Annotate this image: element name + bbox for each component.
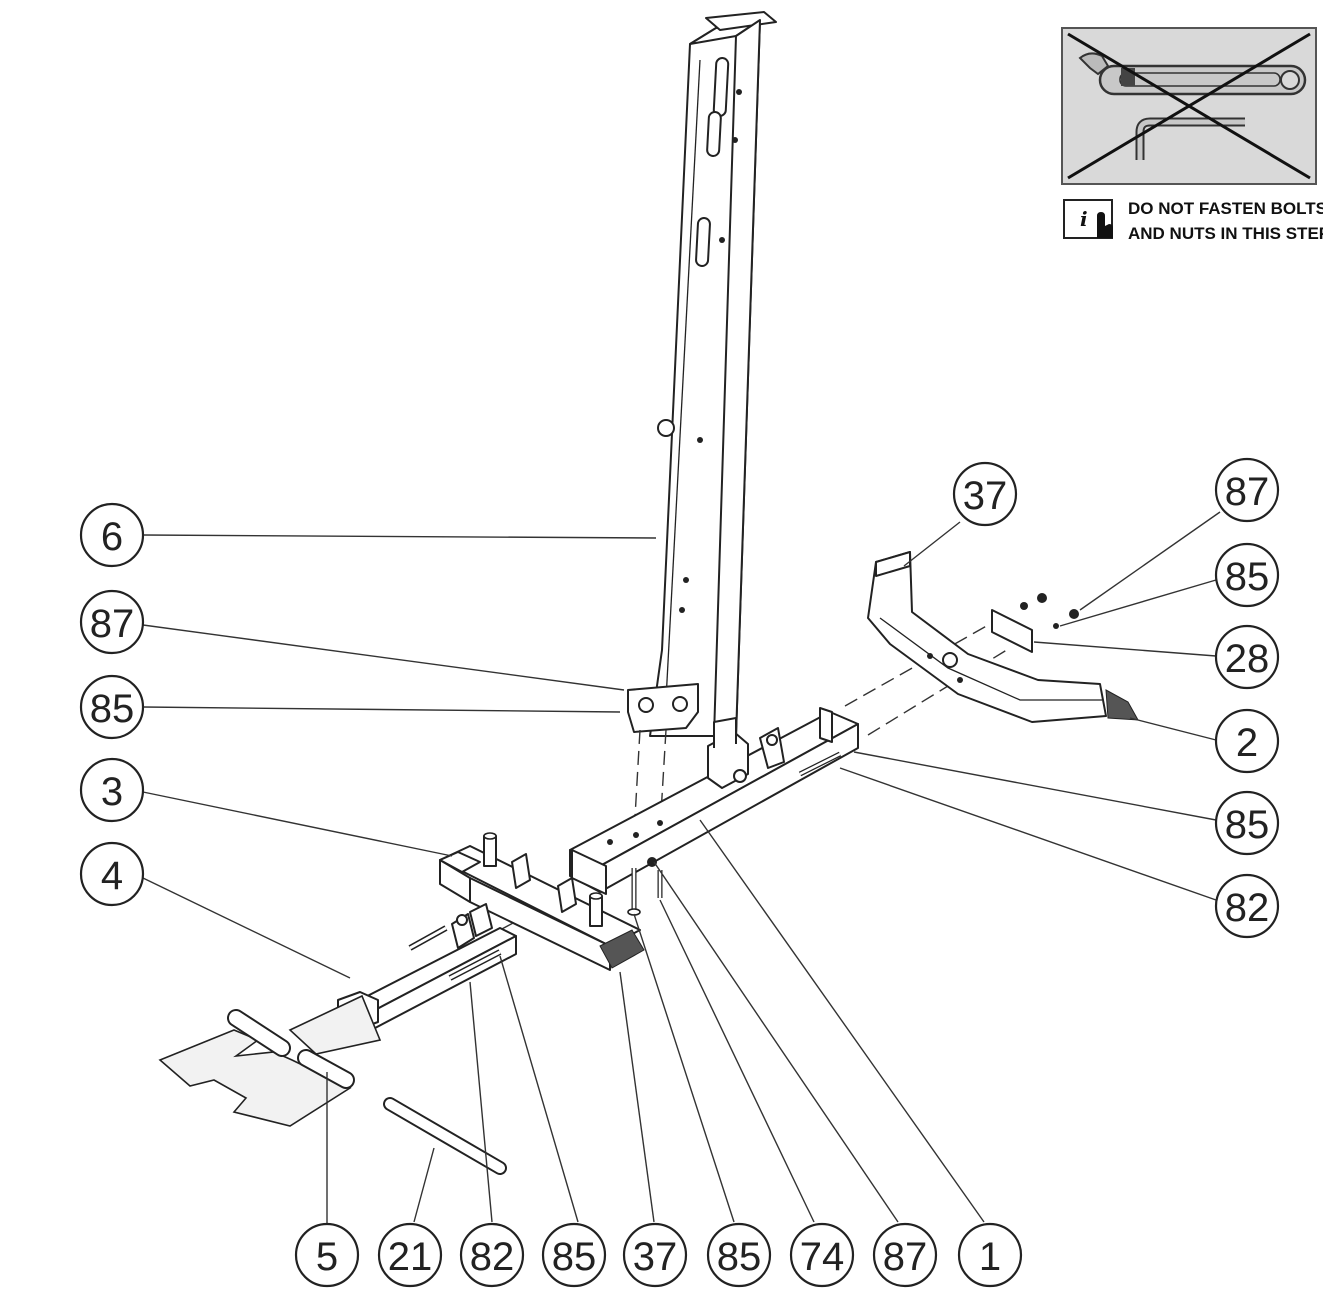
plate-part-28 [991,609,1033,653]
callout-label: 37 [633,1235,678,1279]
svg-text:i: i [1080,207,1088,231]
roller-bottom [297,1049,355,1089]
callout-label: 28 [1225,637,1270,681]
callout-label: 2 [1236,721,1258,765]
crossbar-part-3 [439,832,645,971]
callout-82-bottom: 82 [459,1222,525,1288]
callout-87-left: 87 [79,589,145,655]
callout-label: 4 [101,854,123,898]
callout-1: 1 [957,1222,1023,1288]
callout-label: 85 [1225,803,1270,847]
callout-5: 5 [294,1222,360,1288]
info-manual-icon: i [1063,199,1113,239]
roller-top [227,1009,291,1057]
callout-label: 85 [1225,555,1270,599]
callout-label: 87 [90,602,135,646]
callout-label: 21 [388,1235,433,1279]
callout-label: 82 [1225,886,1270,930]
callout-4: 4 [79,841,145,907]
notice-line-2: AND NUTS IN THIS STEP [1128,224,1323,243]
callout-87-bottom: 87 [872,1222,938,1288]
callout-85-right-top: 85 [1214,542,1280,608]
callout-85-bottom-b: 85 [706,1222,772,1288]
notice-line-1: DO NOT FASTEN BOLTS [1128,199,1323,218]
main-frame-part-1 [569,707,859,916]
callout-21: 21 [377,1222,443,1288]
callout-87-right: 87 [1214,457,1280,523]
callout-74: 74 [789,1222,855,1288]
alignment-line-upright-2 [659,729,667,831]
callout-label: 82 [470,1235,515,1279]
callout-28: 28 [1214,624,1280,690]
callout-85-bottom-a: 85 [541,1222,607,1288]
callout-label: 1 [979,1235,1001,1279]
callout-label: 37 [963,474,1008,518]
upright-post-part-6 [627,11,777,737]
callout-85-right-mid: 85 [1214,790,1280,856]
callout-2: 2 [1214,708,1280,774]
callout-82-right: 82 [1214,873,1280,939]
callout-37-bottom: 37 [622,1222,688,1288]
callout-label: 85 [552,1235,597,1279]
callout-label: 3 [101,770,123,814]
callout-label: 6 [101,515,123,559]
wrench-and-hex-key-crossed-icon [1067,32,1311,180]
callout-37-top: 37 [952,461,1018,527]
callout-label: 85 [717,1235,762,1279]
leader-lines [142,511,1221,1224]
foot-plate-part-5 [158,994,382,1127]
alignment-line-crossbar-2 [844,623,991,707]
callout-3: 3 [79,757,145,823]
rod-part-21 [383,1097,507,1175]
callout-label: 74 [800,1235,845,1279]
callout-label: 87 [883,1235,928,1279]
callout-85-left: 85 [79,674,145,740]
callout-6: 6 [79,502,145,568]
callout-label: 5 [316,1235,338,1279]
callout-label: 85 [90,687,135,731]
rear-crossbar-part-2 [867,551,1139,723]
notice-panel: i DO NOT FASTEN BOLTS AND NUTS IN THIS S… [1061,27,1323,243]
nuts-right [1020,593,1079,629]
callout-label: 87 [1225,470,1270,514]
